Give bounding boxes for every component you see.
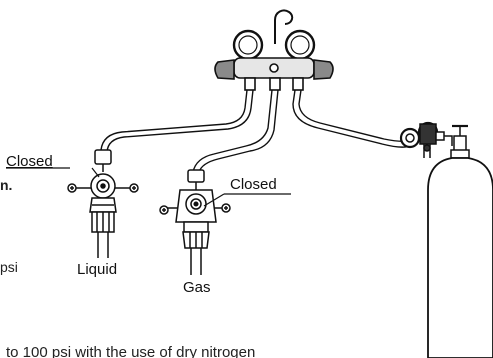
hoses [99,89,411,173]
nitrogen-regulator [399,121,453,158]
nitrogen-cylinder [427,157,493,358]
hose-gas [192,89,279,173]
edge-text-bottom-line: to 100 psi with the use of dry nitrogen [6,344,255,358]
closed-gas-leader [203,193,225,207]
gas-service-valve [159,169,231,275]
closed-liquid-leader [91,167,100,178]
label-gas: Gas [183,279,211,296]
manifold-gauge-set [214,9,334,91]
label-closed-liquid: Closed [6,153,53,170]
high-side-gauge [284,29,316,61]
hose-liquid [99,89,254,159]
edge-text-fragment-1: n. [0,177,12,193]
cylinder-valve [450,124,470,159]
label-closed-gas: Closed [230,176,277,193]
label-liquid: Liquid [77,261,117,278]
edge-text-fragment-2: psi [0,259,18,275]
liquid-service-valve [67,149,139,258]
manifold-hook [274,9,294,44]
low-side-gauge [232,29,264,61]
right-knob [313,59,334,80]
hose-nitrogen [292,89,411,148]
left-knob [214,59,235,80]
